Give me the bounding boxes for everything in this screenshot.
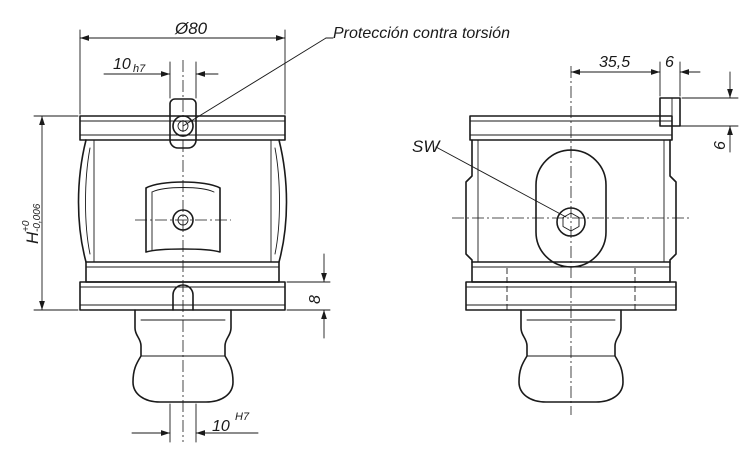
front-window — [145, 181, 221, 253]
dim-slot-top-tol: h7 — [133, 63, 146, 75]
dim-bottom-value: 10 — [212, 418, 230, 435]
body-right-side — [278, 139, 288, 263]
dim-height-label: H — [23, 231, 42, 244]
lower-collar — [85, 261, 280, 283]
torsion-pin — [169, 98, 197, 149]
torsion-leader — [182, 37, 327, 127]
dim-height-tol-lower: -0,006 — [32, 203, 43, 232]
sw-callout: SW — [412, 137, 441, 156]
dim-bottom-tol: H7 — [235, 411, 250, 423]
dim-slot-top-value: 10 — [113, 56, 131, 73]
side-obround-window — [535, 149, 607, 268]
dim-base-label: 8 — [307, 295, 324, 304]
side-body-right — [669, 139, 677, 263]
dim-offset-label: 35,5 — [599, 54, 630, 71]
dim-height-tol-upper: +0 — [21, 220, 32, 232]
torsion-callout: Protección contra torsión — [333, 25, 510, 42]
body-left-side — [77, 139, 87, 263]
side-torsion-pin — [659, 97, 681, 127]
base-flange — [79, 281, 286, 311]
dim-diameter-label: Ø80 — [174, 19, 208, 38]
front-view: Ø80 10 h7 Protección contra torsión H +0… — [21, 19, 510, 443]
side-body-left — [465, 139, 473, 263]
side-view: SW 35,5 6 6 — [412, 54, 739, 415]
dim-pin-height-label: 6 — [712, 141, 729, 150]
dim-pin-width-label: 6 — [665, 54, 674, 71]
sw-leader — [435, 146, 567, 218]
